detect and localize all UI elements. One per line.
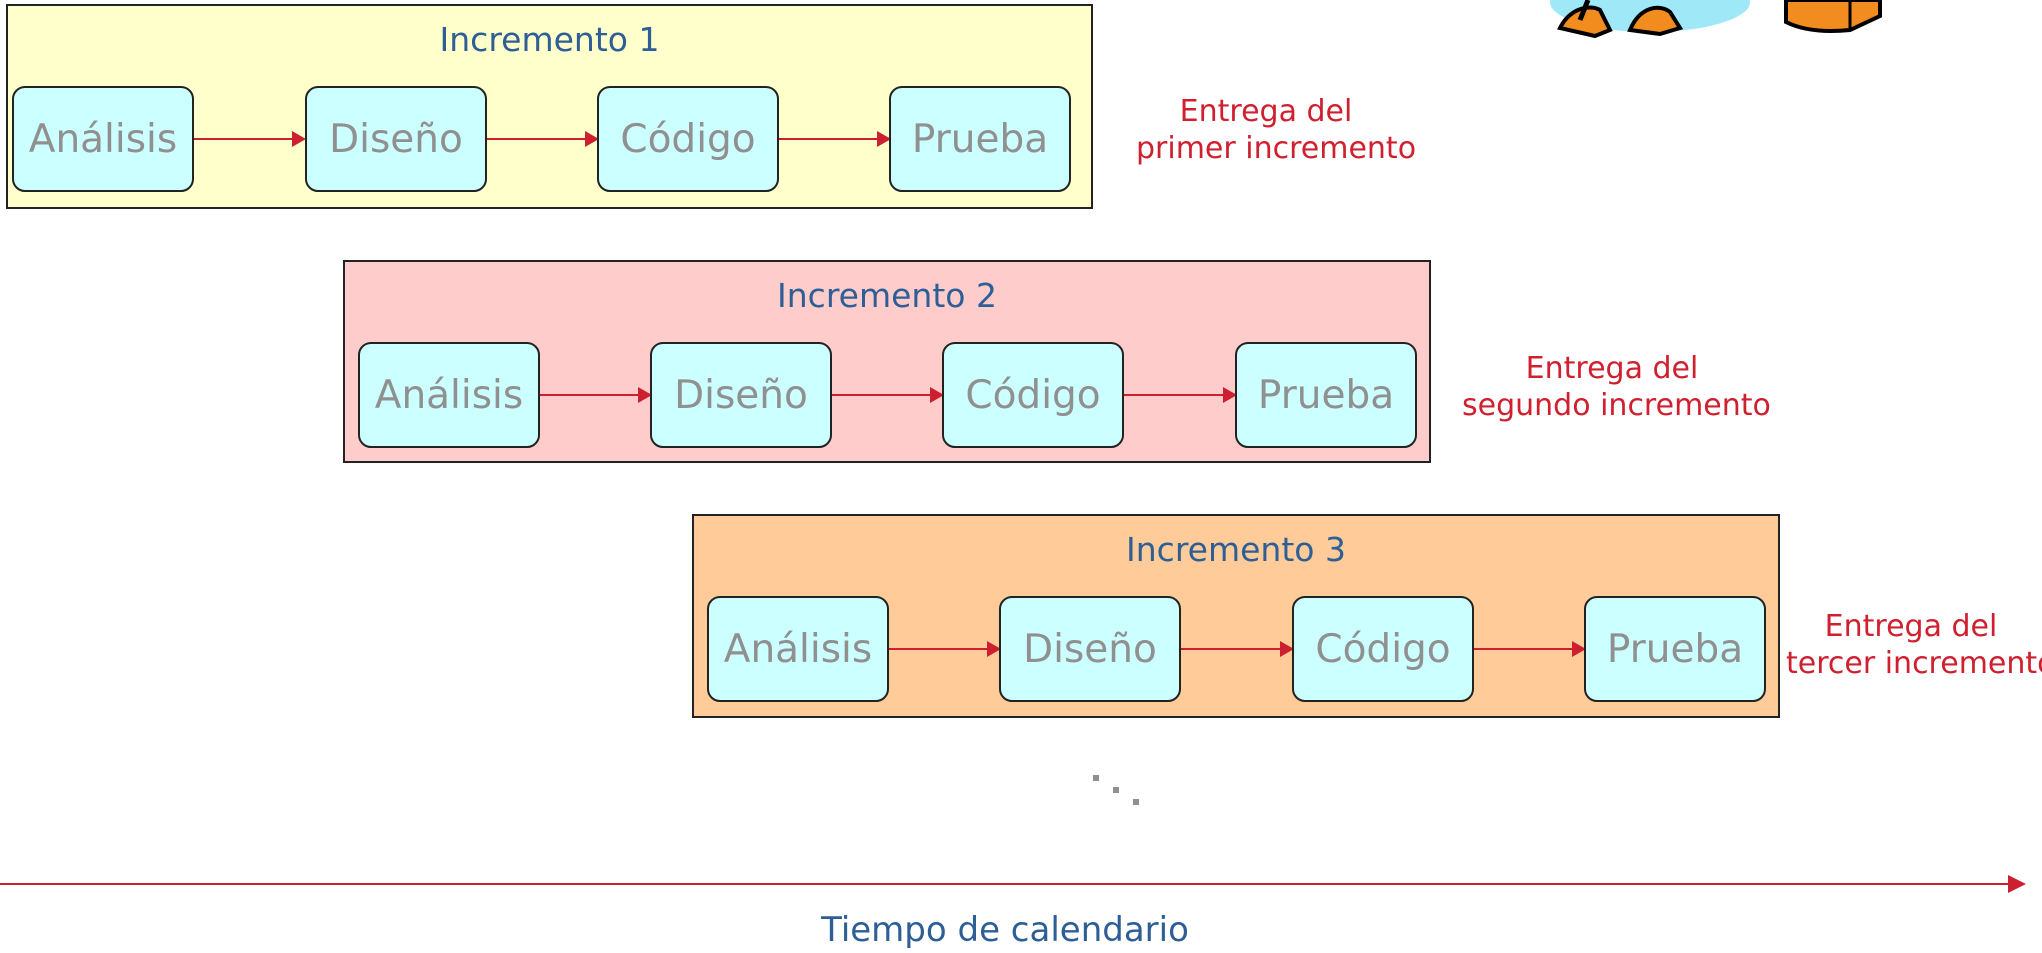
increment-2-stage-analisis: Análisis: [358, 342, 540, 448]
increment-3-stage-prueba: Prueba: [1584, 596, 1766, 702]
increment-2-stage-diseno: Diseño: [650, 342, 832, 448]
increment-1-delivery-label: Entrega del primer incremento: [1136, 93, 1417, 167]
continuation-ellipsis: [1093, 775, 1139, 805]
increment-3-arrow-2: [1181, 641, 1294, 657]
people-clipart: [1550, 0, 1750, 39]
increment-3-stage-diseno: Diseño: [999, 596, 1181, 702]
increment-3-delivery-line-1: Entrega del: [1824, 609, 1998, 644]
increment-3-stage-analisis: Análisis: [707, 596, 889, 702]
increment-1-title: Incremento 1: [439, 20, 660, 59]
increment-3-panel: Incremento 3 Análisis Diseño Código Prue…: [692, 514, 1780, 718]
increment-2-delivery-line-1: Entrega del: [1525, 351, 1699, 386]
box-clipart: [1784, 0, 1882, 33]
increment-1-stage-analisis: Análisis: [12, 86, 194, 192]
increment-3-arrow-1: [889, 641, 1001, 657]
increment-3-stage-codigo: Código: [1292, 596, 1474, 702]
increment-2-title: Incremento 2: [777, 276, 997, 315]
increment-1-stage-prueba: Prueba: [889, 86, 1071, 192]
increment-1-panel: Incremento 1 Análisis Diseño Código Prue…: [6, 4, 1093, 209]
increment-1-arrow-2: [487, 131, 599, 147]
increment-2-arrow-2: [832, 387, 944, 403]
calendar-time-label: Tiempo de calendario: [821, 910, 1189, 950]
increment-2-delivery-line-2: segundo incremento: [1462, 388, 1771, 423]
increment-1-arrow-3: [779, 131, 891, 147]
increment-1-stage-codigo: Código: [597, 86, 779, 192]
increment-3-arrow-3: [1474, 641, 1586, 657]
increment-2-delivery-label: Entrega del segundo incremento: [1462, 350, 1771, 424]
increment-2-arrow-3: [1124, 387, 1237, 403]
increment-2-arrow-1: [540, 387, 652, 403]
increment-2-stage-prueba: Prueba: [1235, 342, 1417, 448]
increment-2-panel: Incremento 2 Análisis Diseño Código Prue…: [343, 260, 1431, 463]
increment-1-delivery-line-2: primer incremento: [1136, 131, 1417, 166]
increment-1-stage-diseno: Diseño: [305, 86, 487, 192]
increment-2-stage-codigo: Código: [942, 342, 1124, 448]
increment-3-title: Incremento 3: [1126, 530, 1346, 569]
increment-3-delivery-label: Entrega del tercer incremento: [1786, 608, 2042, 682]
increment-1-delivery-line-1: Entrega del: [1179, 94, 1353, 129]
calendar-time-arrow: [0, 875, 2026, 893]
increment-3-delivery-line-2: tercer incremento: [1786, 646, 2042, 681]
increment-1-arrow-1: [194, 131, 306, 147]
